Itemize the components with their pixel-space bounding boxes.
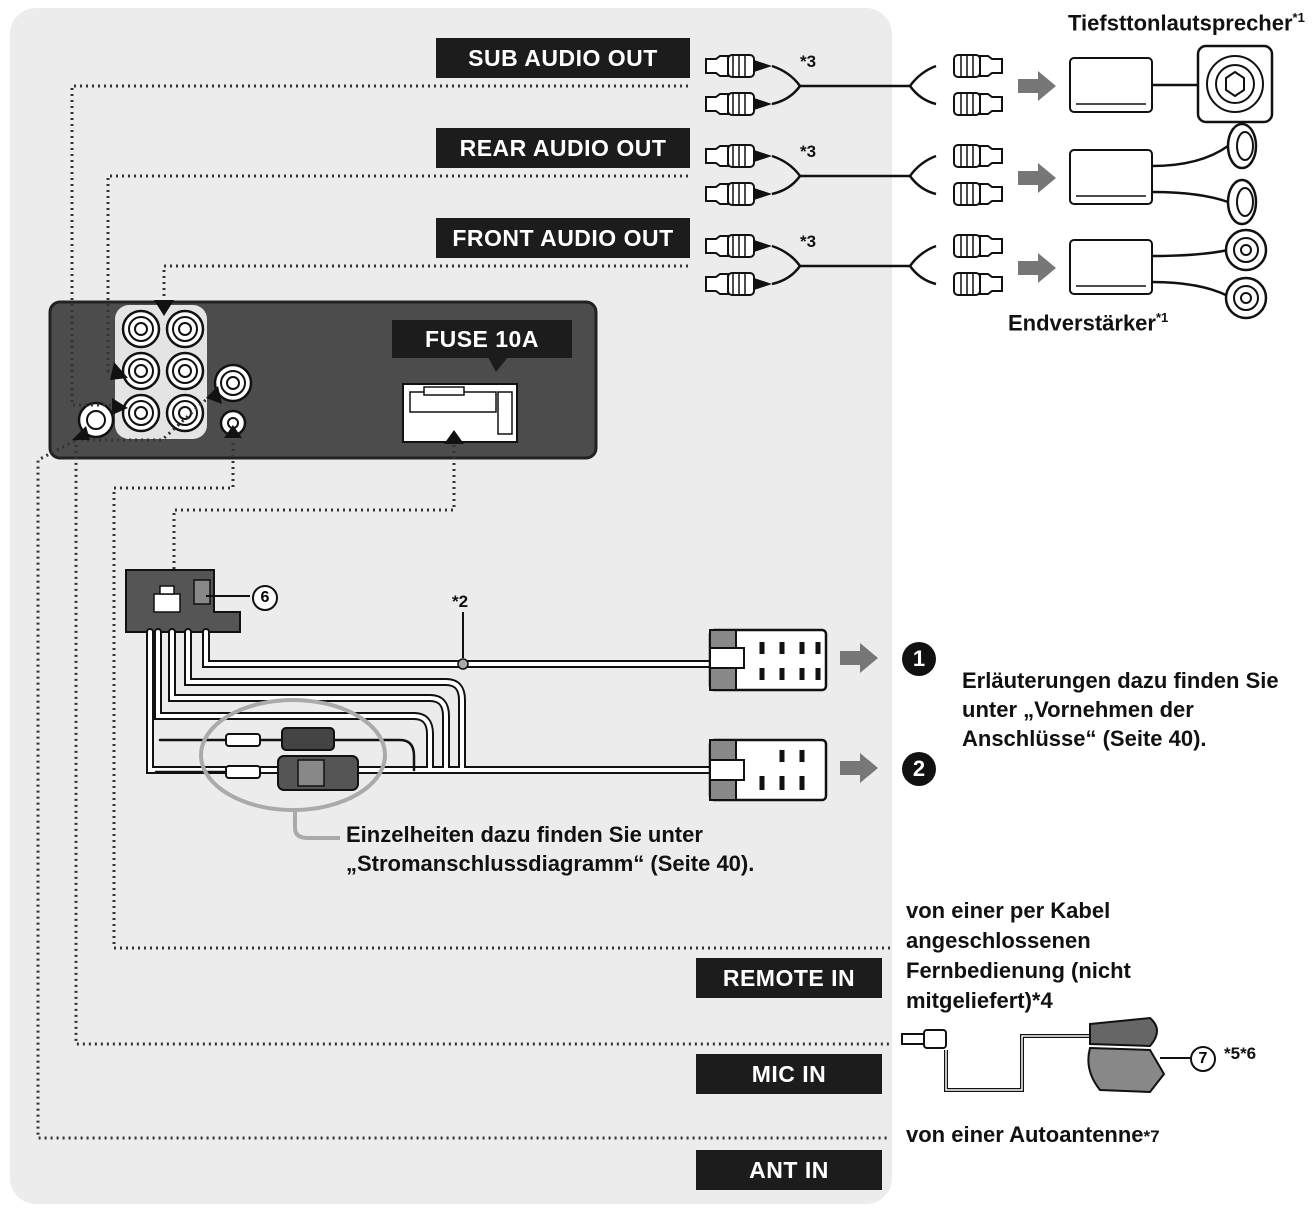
- amplifier-label: Endverstärker*1: [1008, 310, 1169, 336]
- fuse-tag: FUSE 10A: [392, 320, 572, 358]
- amp-rear: [1069, 122, 1258, 226]
- rca-jack-front-l[interactable]: [121, 309, 161, 349]
- amp-front: [1069, 228, 1268, 320]
- ant-in-tag: ANT IN: [696, 1150, 882, 1190]
- antenna-note: *7: [1143, 1127, 1160, 1146]
- iso-connector-2: [708, 738, 828, 802]
- callout-7: 7: [1190, 1046, 1216, 1072]
- arrow-right-icon: [840, 643, 878, 673]
- signal-arrowheads: [72, 300, 464, 444]
- rear-audio-out-tag: REAR AUDIO OUT: [436, 128, 690, 168]
- arrow-right-icon: [1018, 71, 1056, 101]
- speaker-icon: [1226, 122, 1258, 170]
- rca-jack-rear-r[interactable]: [165, 351, 205, 391]
- microphone-icon: [901, 1016, 1190, 1094]
- speaker-icon: [1224, 228, 1268, 272]
- arrow-right-icon: [840, 753, 878, 783]
- explanation-text: Erläuterungen dazu finden Sie unter „Vor…: [962, 668, 1279, 751]
- subwoofer-label: Tiefsttonlautsprecher*1: [1068, 10, 1305, 36]
- arrow-right-icon: [1018, 163, 1056, 193]
- step-2-badge: 2: [902, 752, 936, 786]
- remote-source-text: von einer per Kabel angeschlossenen Fern…: [906, 898, 1131, 1013]
- sub-audio-out-tag: SUB AUDIO OUT: [436, 38, 690, 78]
- rca-cable-front: [705, 234, 1003, 296]
- speaker-icon: [1224, 276, 1268, 320]
- note-harness: *2: [452, 592, 469, 611]
- step-1-badge: 1: [902, 642, 936, 676]
- front-audio-out-tag: FRONT AUDIO OUT: [436, 218, 690, 258]
- note-rear: *3: [800, 142, 817, 161]
- arrow-right-icon: [1018, 253, 1056, 283]
- amp-subwoofer: [1069, 44, 1274, 124]
- mic-in-tag: MIC IN: [696, 1054, 882, 1094]
- amplifier-note: *1: [1155, 310, 1169, 325]
- power-harness: [125, 569, 828, 840]
- note-front: *3: [800, 232, 817, 251]
- note-mic: *5*6: [1224, 1044, 1257, 1063]
- mic-jack[interactable]: [213, 363, 253, 403]
- power-details-text: Einzelheiten dazu finden Sie unter „Stro…: [346, 822, 755, 876]
- rca-cable-rear: [705, 144, 1003, 206]
- rca-cables: [705, 54, 1003, 296]
- note-sub: *3: [800, 52, 817, 71]
- rca-cable-sub: [705, 54, 1003, 116]
- rca-jack-sub-l[interactable]: [121, 393, 161, 433]
- speaker-icon: [1226, 178, 1258, 226]
- iso-connector-1: [708, 628, 828, 692]
- callout-6: 6: [252, 585, 278, 611]
- antenna-source-text: von einer Autoantenne*7: [906, 1122, 1160, 1147]
- remote-in-tag: REMOTE IN: [696, 958, 882, 998]
- subwoofer-note: *1: [1292, 10, 1305, 25]
- rca-jack-rear-l[interactable]: [121, 351, 161, 391]
- rca-jack-sub-r[interactable]: [165, 393, 205, 433]
- rca-jack-front-r[interactable]: [165, 309, 205, 349]
